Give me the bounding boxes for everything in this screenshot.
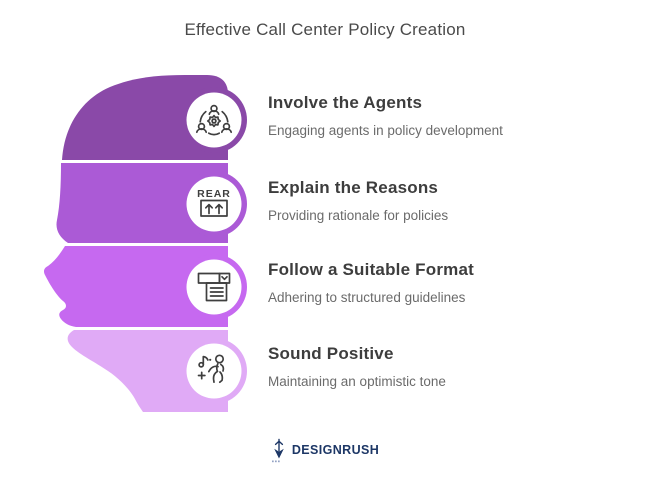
section-title: Follow a Suitable Format <box>268 260 474 279</box>
icon-circle-2 <box>186 176 242 232</box>
section-block-4: Sound Positive Maintaining an optimistic… <box>268 343 568 390</box>
head-silhouette <box>44 75 247 412</box>
head-section-3-shape <box>44 246 228 327</box>
rear-label: REAR <box>197 188 231 200</box>
head-section-1-shape <box>62 75 228 160</box>
icon-circle-1 <box>186 92 242 148</box>
section-title: Sound Positive <box>268 344 394 363</box>
document-format-icon <box>194 267 234 307</box>
page-title: Effective Call Center Policy Creation <box>184 20 466 39</box>
section-block-1: Involve the Agents Engaging agents in po… <box>268 92 568 139</box>
head-section-4-shape <box>67 330 228 412</box>
section-description: Engaging agents in policy development <box>268 123 503 138</box>
designrush-logo: DESIGNRUSH <box>0 437 650 463</box>
designrush-logo-icon <box>271 438 284 463</box>
section-description: Adhering to structured guidelines <box>268 290 466 305</box>
section-title: Explain the Reasons <box>268 178 439 197</box>
section-title: Involve the Agents <box>268 93 423 112</box>
section-description: Maintaining an optimistic tone <box>268 374 446 389</box>
rear-arrows-icon: REAR <box>194 184 234 224</box>
section-block-3: Follow a Suitable Format Adhering to str… <box>268 259 568 306</box>
head-section-2-shape <box>56 163 228 243</box>
icon-circle-4 <box>186 343 242 399</box>
section-description: Providing rationale for policies <box>268 208 449 223</box>
agents-gear-icon <box>194 100 234 140</box>
designrush-logo-text: DESIGNRUSH <box>291 443 380 457</box>
section-block-2: Explain the Reasons Providing rationale … <box>268 177 568 224</box>
dancing-person-icon <box>194 351 234 391</box>
